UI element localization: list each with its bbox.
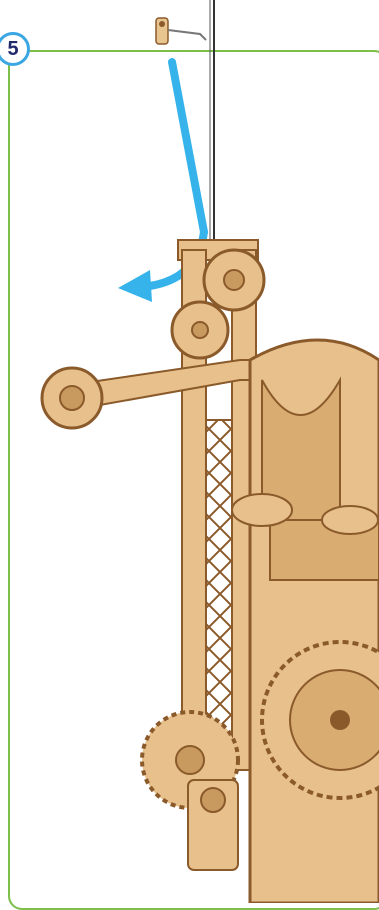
arm-end-wheel — [42, 368, 102, 428]
pulley-wheel-upper — [204, 250, 264, 310]
clock-body — [250, 340, 379, 903]
pulley-wheel-lower — [172, 302, 228, 358]
key-pin-icon — [156, 18, 206, 44]
weight-spool — [188, 780, 238, 870]
